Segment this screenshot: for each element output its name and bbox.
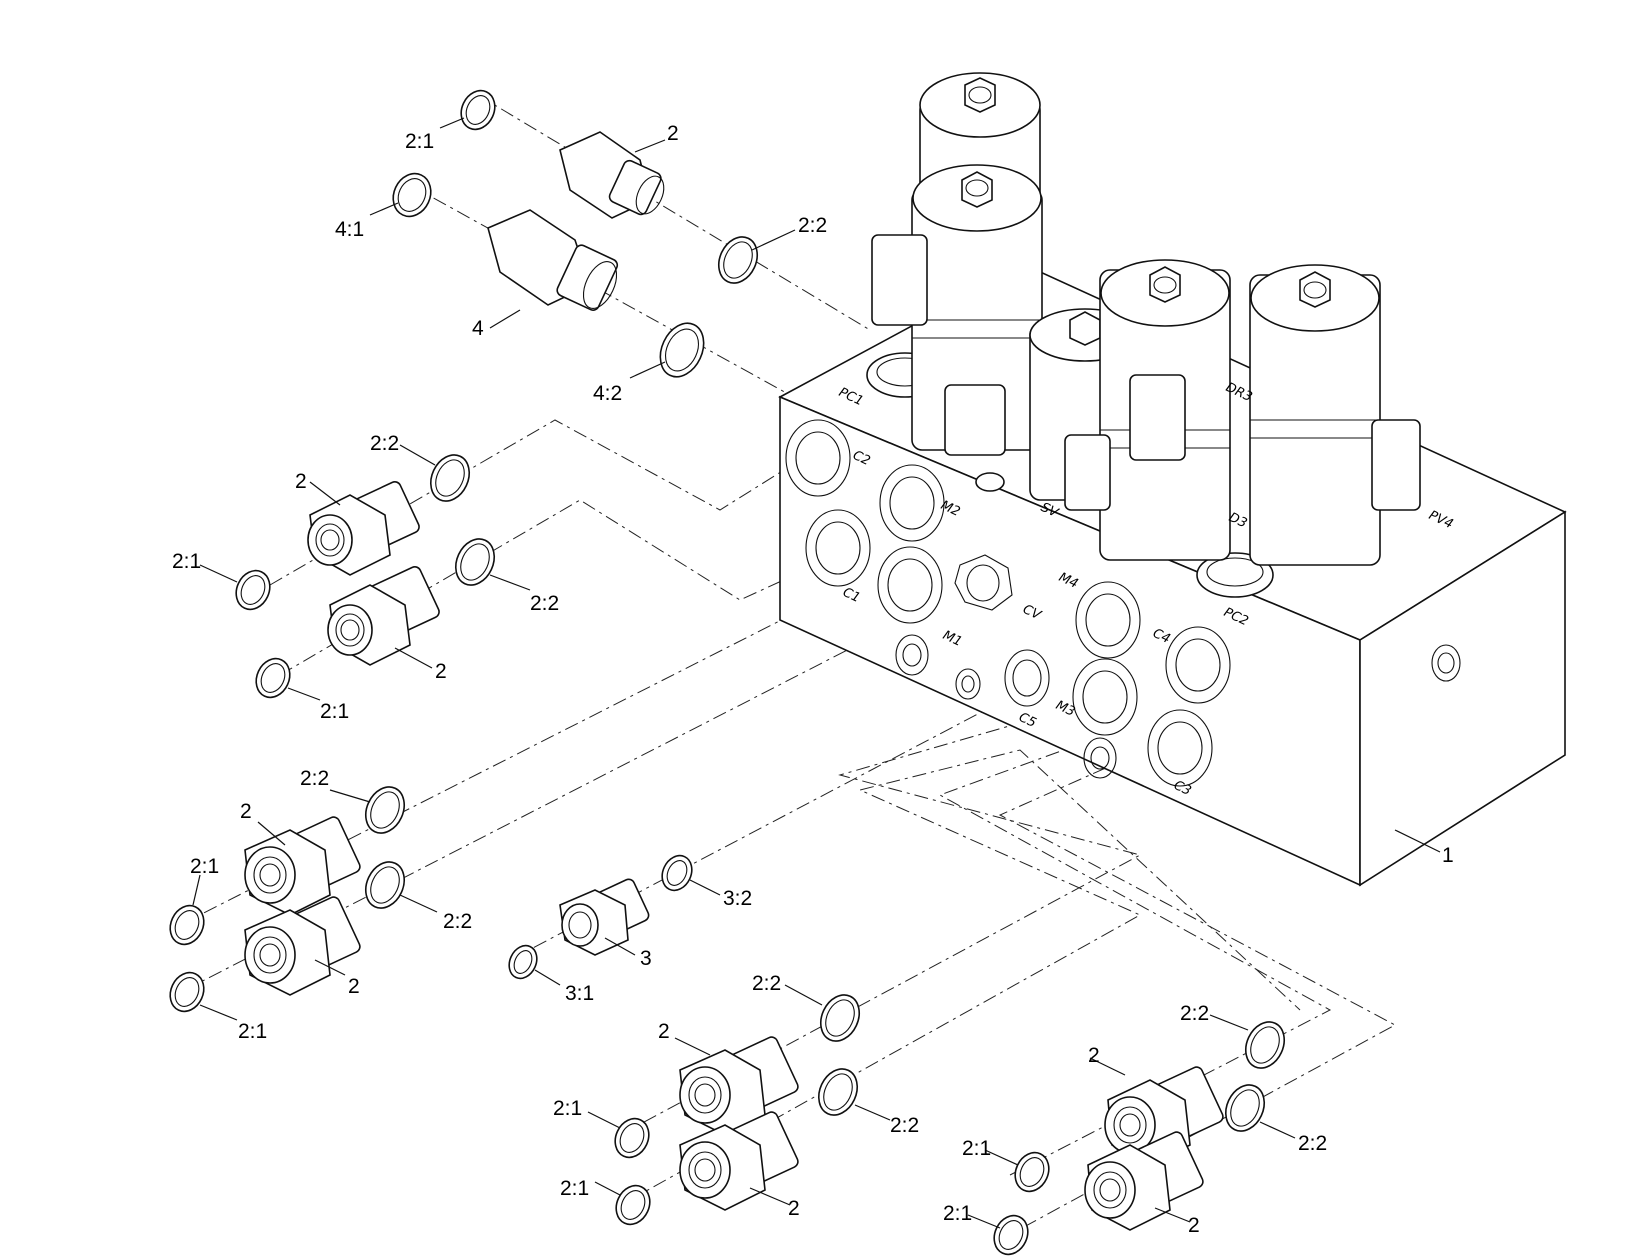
port-label-d3: D3	[1226, 510, 1249, 531]
callout-4: 4	[472, 317, 484, 340]
port-label-c1: C1	[840, 585, 862, 606]
fitting-2-a	[307, 481, 420, 576]
callout-2-1: 2:1	[405, 130, 434, 153]
o-ring	[169, 971, 205, 1013]
port-label-m4: M4	[1056, 570, 1080, 592]
o-ring	[817, 1068, 859, 1116]
solenoid-coils	[871, 72, 1421, 566]
callout-4-1: 4:1	[335, 218, 364, 241]
callout-2-2: 2:2	[752, 972, 781, 995]
o-ring	[993, 1214, 1029, 1256]
callout-3-1: 3:1	[565, 982, 594, 1005]
callout-2-1: 2:1	[553, 1097, 582, 1120]
fitting-2-c	[244, 816, 361, 916]
callout-2: 2	[348, 975, 360, 998]
o-ring	[460, 89, 496, 131]
o-ring	[235, 569, 271, 611]
o-ring	[364, 786, 406, 834]
fittings	[244, 131, 1224, 1231]
callout-2-2: 2:2	[443, 910, 472, 933]
callout-2-1: 2:1	[190, 855, 219, 878]
callout-2-1: 2:1	[943, 1202, 972, 1225]
callout-3-2: 3:2	[723, 887, 752, 910]
callout-2: 2	[435, 660, 447, 683]
fitting-2-h	[1084, 1131, 1204, 1231]
port-label-cv: CV	[1020, 602, 1044, 624]
callout-4-2: 4:2	[593, 382, 622, 405]
o-ring	[1014, 1151, 1050, 1193]
o-ring	[659, 322, 705, 378]
callout-2: 2	[240, 800, 252, 823]
callout-2-1: 2:1	[320, 700, 349, 723]
callout-2: 2	[788, 1197, 800, 1220]
o-ring	[508, 944, 538, 980]
manifold-block	[778, 72, 1567, 887]
o-ring	[454, 538, 496, 586]
front-ports	[785, 419, 1231, 787]
o-ring	[392, 172, 432, 218]
fitting-2-f	[679, 1111, 799, 1211]
o-ring	[615, 1184, 651, 1226]
o-ring	[364, 861, 406, 909]
callout-3: 3	[640, 947, 652, 970]
callout-1: 1	[1442, 844, 1454, 867]
callout-2-1: 2:1	[962, 1137, 991, 1160]
o-ring	[255, 657, 291, 699]
o-ring	[717, 236, 759, 284]
fitting-4	[487, 209, 619, 311]
port-label-c5: C5	[1016, 710, 1038, 731]
port-label-c3: C3	[1171, 778, 1193, 799]
port-label-m2: M2	[938, 498, 962, 520]
fitting-3	[559, 878, 650, 956]
callout-2-2: 2:2	[890, 1114, 919, 1137]
o-ring	[1244, 1021, 1286, 1069]
port-label-c2: C2	[850, 448, 872, 469]
callout-2-1: 2:1	[238, 1020, 267, 1043]
port-label-m3: M3	[1053, 698, 1077, 720]
port-labels: PC1 C2 M2 C1 M1 CV M4 C4 C5 M3 C3 SV DR3…	[836, 380, 1455, 799]
fitting-2-e	[679, 1036, 799, 1136]
o-ring	[169, 904, 205, 946]
port-label-m1: M1	[940, 628, 964, 650]
callout-2: 2	[658, 1020, 670, 1043]
port-label-sv: SV	[1038, 500, 1061, 521]
callout-2-2: 2:2	[300, 767, 329, 790]
callout-2-2: 2:2	[1298, 1132, 1327, 1155]
fitting-2-b	[327, 566, 440, 666]
callout-2: 2	[295, 470, 307, 493]
fitting-2-d	[244, 896, 361, 996]
o-ring	[661, 854, 693, 892]
callout-2-2: 2:2	[370, 432, 399, 455]
o-ring	[819, 994, 861, 1042]
callout-2: 2	[1188, 1214, 1200, 1237]
callout-2-1: 2:1	[172, 550, 201, 573]
callout-2-2: 2:2	[798, 214, 827, 237]
fitting-2-top	[559, 131, 665, 219]
callout-2-2: 2:2	[530, 592, 559, 615]
callout-2: 2	[1088, 1044, 1100, 1067]
callout-labels: 1 2 2:1 2:2 4:1 4 4:2 2:2 2 2:1 2:2 2 2:…	[172, 122, 1454, 1237]
callout-2: 2	[667, 122, 679, 145]
callout-2-2: 2:2	[1180, 1002, 1209, 1025]
o-ring	[614, 1117, 650, 1159]
o-ring	[1224, 1084, 1266, 1132]
callout-2-1: 2:1	[560, 1177, 589, 1200]
o-rings	[169, 89, 1286, 1256]
port-label-c4: C4	[1150, 626, 1172, 647]
o-ring	[429, 454, 471, 502]
leader-lines	[192, 117, 1441, 1229]
